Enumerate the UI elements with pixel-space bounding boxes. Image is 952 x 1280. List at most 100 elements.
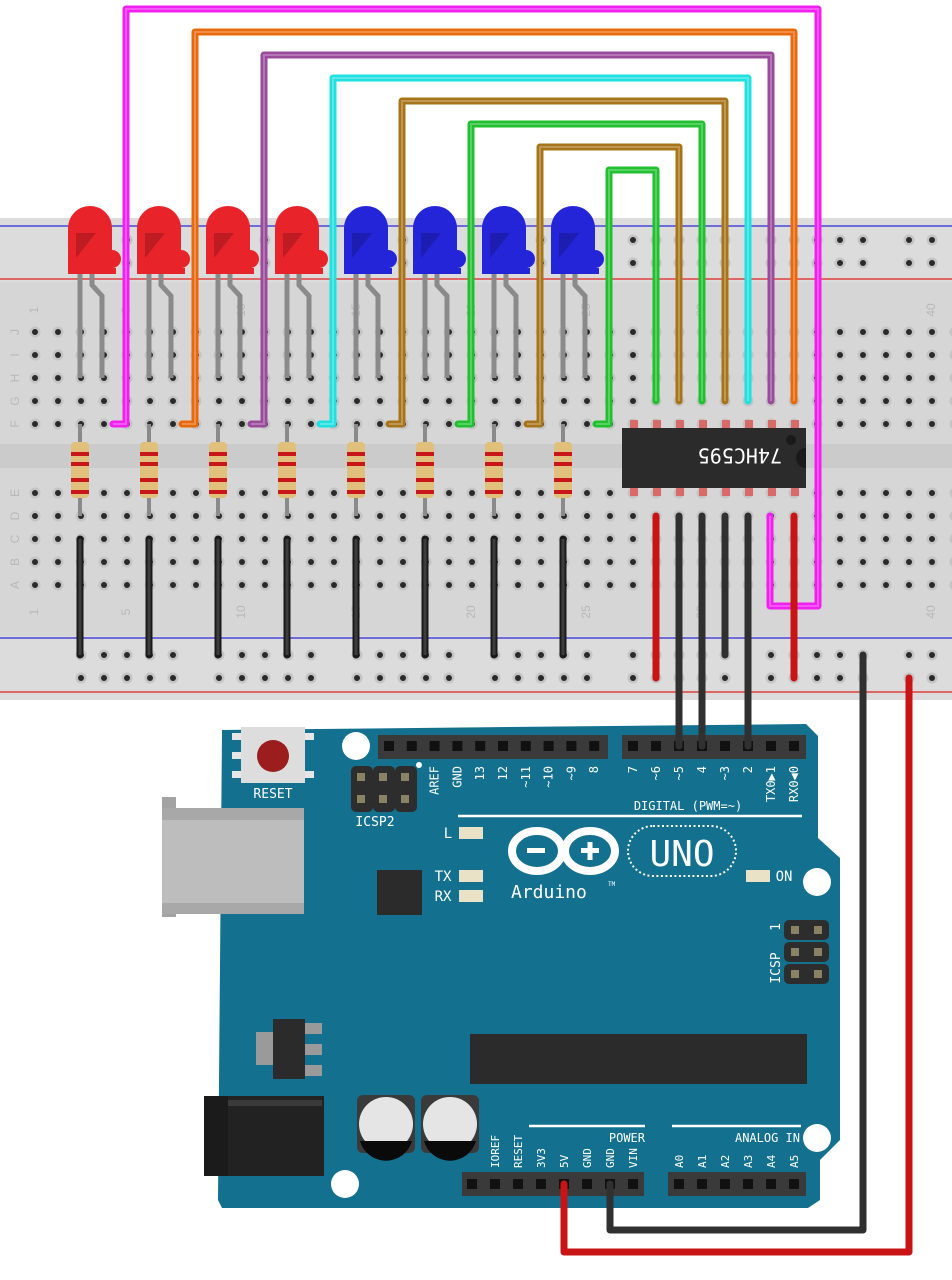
resistor-band (416, 452, 434, 456)
resistor-body (416, 442, 434, 498)
power-pin-label: 5V (558, 1154, 571, 1168)
column-label: 25 (579, 605, 593, 619)
resistor-body (209, 442, 227, 498)
resistor-band (485, 452, 503, 456)
icsp2-label: ICSP2 (355, 815, 394, 830)
resistor-band (140, 490, 158, 494)
ic-pin (630, 420, 638, 430)
digital-header-right (622, 735, 806, 759)
led-body (275, 206, 328, 268)
usb-chip (377, 870, 422, 915)
ic-pin (745, 486, 753, 496)
column-label: 1 (27, 608, 41, 615)
resistor-band (278, 490, 296, 494)
led-blue (344, 206, 397, 378)
resistor-band (347, 452, 365, 456)
atmega-chip (470, 1034, 807, 1084)
reset-button[interactable] (232, 727, 314, 783)
led-blue (551, 206, 604, 378)
wire-5v-rail-to-arduino (560, 674, 913, 1256)
ic-pin (722, 420, 730, 430)
breadboard-hole (949, 419, 952, 429)
header-pin (452, 741, 463, 751)
reset-label: RESET (253, 787, 292, 802)
header-pin (498, 741, 508, 751)
power-pin-label: GND (604, 1148, 617, 1168)
power-pin-label: GND (581, 1148, 594, 1168)
analog-pin-label: A0 (673, 1155, 686, 1168)
led-anode-leg (503, 270, 519, 378)
row-label: A (8, 581, 22, 589)
digital-pin-label: ~9 (564, 766, 578, 780)
resistor (278, 442, 296, 498)
digital-pin-label: ~11 (519, 766, 533, 788)
resistor-band (71, 452, 89, 456)
resistor-body (71, 442, 89, 498)
led-blue (482, 206, 535, 378)
resistor-ground-wires (76, 535, 567, 659)
row-label: C (8, 534, 22, 543)
wire-magenta (109, 5, 822, 610)
ic-pin (676, 486, 684, 496)
resistor-band (140, 462, 158, 466)
resistor-band (278, 478, 296, 482)
resistor (485, 442, 503, 498)
led-body (68, 206, 121, 268)
arduino-logo-icon (508, 827, 619, 875)
wire-orange (178, 28, 798, 428)
resistor-band (278, 462, 296, 466)
dc-power-jack[interactable] (204, 1096, 324, 1176)
wire-green-2 (592, 166, 660, 428)
shift-register-ic[interactable]: 74HC595 (622, 420, 806, 496)
header-pin (651, 741, 661, 751)
digital-pin-label: 12 (496, 766, 510, 780)
header-pin (467, 1179, 477, 1189)
ic-label: 74HC595 (698, 444, 782, 468)
header-pin (543, 741, 554, 751)
row-label: G (8, 396, 22, 405)
ic-pin (745, 420, 753, 430)
wire-gnd-rail-to-arduino (606, 651, 867, 1234)
wire-green-1 (454, 120, 706, 428)
ic-pin (791, 420, 799, 430)
led-red (275, 206, 328, 378)
capacitor (421, 1095, 479, 1161)
ic-pin (653, 420, 661, 430)
mounting-hole (803, 1124, 831, 1152)
breadboard-hole (949, 580, 952, 590)
resistor-band (209, 490, 227, 494)
breadboard-hole (949, 396, 952, 406)
analog-pin-label: A4 (765, 1154, 778, 1168)
led-anode-leg (89, 270, 105, 378)
resistor-band (416, 478, 434, 482)
resistor-body (485, 442, 503, 498)
led-red (68, 206, 121, 378)
header-pin (384, 741, 394, 751)
usb-port[interactable] (162, 797, 304, 917)
header-pin (720, 741, 730, 751)
resistor-band (278, 452, 296, 456)
resistor-band (554, 478, 572, 482)
digital-pin-label: ~6 (649, 766, 663, 780)
breadboard-hole (949, 373, 952, 383)
trademark-text: TM (608, 881, 616, 888)
header-pin (766, 1179, 776, 1189)
capacitor (357, 1095, 415, 1161)
led-body (413, 206, 466, 268)
mounting-hole (803, 868, 831, 896)
power-pin-label: VIN (627, 1148, 640, 1168)
led-anode-leg (572, 270, 588, 378)
led-anode-leg (227, 270, 243, 378)
resistor-band (554, 490, 572, 494)
resistor-band (347, 490, 365, 494)
header-pin (674, 1179, 684, 1189)
resistor (209, 442, 227, 498)
resistor-band (71, 490, 89, 494)
resistor-band (209, 462, 227, 466)
power-header (462, 1172, 644, 1196)
led-red (206, 206, 259, 378)
wire-cyan (316, 74, 752, 428)
uno-model-text: UNO (649, 834, 714, 875)
resistor-band (485, 490, 503, 494)
